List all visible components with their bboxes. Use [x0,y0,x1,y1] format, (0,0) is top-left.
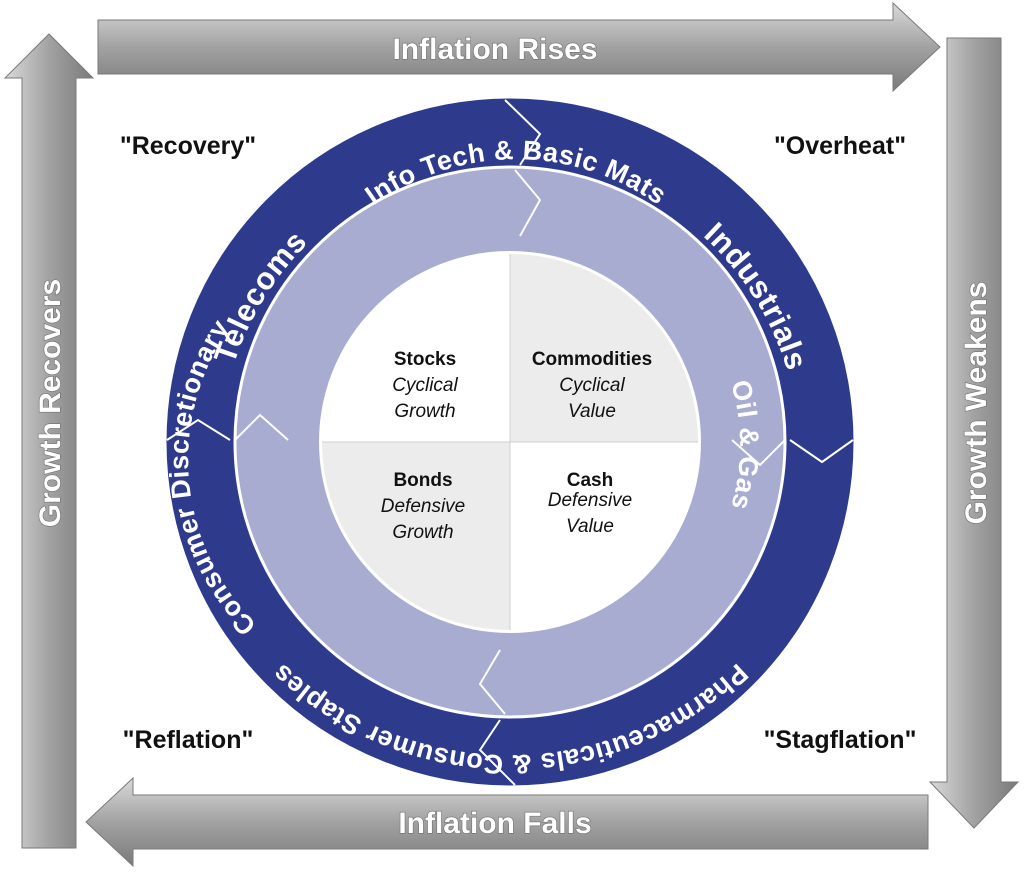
arrow-growth-recovers: Growth Recovers [3,33,95,849]
bonds-line2: Growth [392,522,453,543]
commodities-line2: Value [568,401,616,422]
quadrant-commodities [510,254,698,442]
outer-ring-chevrons [166,99,854,786]
commodities-title: Commodities [532,349,652,370]
stocks-line2: Growth [394,401,455,422]
cash-line2: Value [566,516,614,537]
bonds-title: Bonds [393,470,452,491]
growth-recovers-label: Growth Recovers [34,279,67,527]
growth-weakens-label: Growth Weakens [960,282,993,525]
phase-reflation: "Reflation" [123,726,254,754]
arrow-growth-weakens: Growth Weakens [928,37,1020,829]
arrow-inflation-rises: Inflation Rises [97,1,941,93]
cash-title: Cash [567,470,613,491]
phase-overheat: "Overheat" [774,132,906,160]
commodities-line1: Cyclical [559,375,625,396]
inflation-rises-label: Inflation Rises [392,33,597,66]
bonds-line1: Defensive [381,496,466,517]
asset-quadrants [319,251,701,633]
cash-line1: Defensive [548,490,633,511]
quadrant-bonds [322,442,510,630]
inner-ring-chevrons [234,169,786,715]
inflation-falls-label: Inflation Falls [398,807,591,840]
stocks-title: Stocks [394,349,456,370]
phase-recovery: "Recovery" [120,132,256,160]
stocks-line1: Cyclical [392,375,458,396]
phase-stagflation: "Stagflation" [764,726,917,754]
arrow-inflation-falls: Inflation Falls [85,776,929,868]
